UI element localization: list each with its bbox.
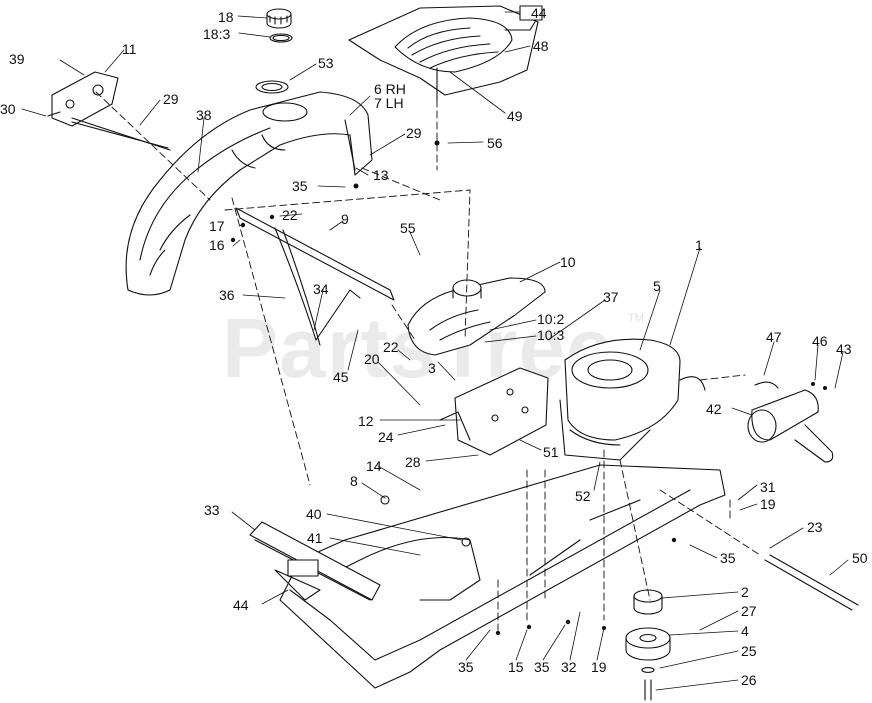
callout-label: 33 bbox=[204, 502, 220, 518]
callout-label: 53 bbox=[318, 55, 334, 71]
callout-label: 13 bbox=[373, 167, 389, 183]
support-bar-part bbox=[235, 207, 395, 346]
callout-label: 25 bbox=[741, 643, 757, 659]
callout-label: 35 bbox=[292, 178, 308, 194]
callout-label: 35 bbox=[534, 659, 550, 675]
watermark-trademark: TM bbox=[628, 312, 644, 324]
callout-label: 10:2 bbox=[537, 311, 565, 327]
callout-label: 44 bbox=[233, 597, 249, 613]
fuel-tank-part bbox=[407, 277, 546, 356]
callout-label: 3 bbox=[428, 360, 436, 376]
callout-label: 10:3 bbox=[537, 327, 565, 343]
callout-label: 36 bbox=[219, 287, 235, 303]
callout-label: 9 bbox=[341, 211, 349, 227]
callout-label: 11 bbox=[122, 41, 137, 57]
callout-label: 29 bbox=[163, 91, 179, 107]
callout-label: 49 bbox=[507, 108, 523, 124]
chassis-frame-part bbox=[279, 464, 726, 689]
front-bumper-part bbox=[249, 521, 381, 601]
callout-label: 28 bbox=[405, 454, 421, 470]
cable-part bbox=[71, 117, 171, 151]
gas-cap-part bbox=[255, 8, 293, 94]
hood-grille-part bbox=[348, 5, 543, 101]
callout-label: 34 bbox=[313, 281, 329, 297]
callout-label: 35 bbox=[720, 550, 736, 566]
drive-shaft-part bbox=[764, 554, 859, 611]
callout-label: 19 bbox=[591, 659, 607, 675]
callout-label: 8 bbox=[350, 473, 358, 489]
callout-label: 45 bbox=[333, 369, 349, 385]
callout-label: 50 bbox=[852, 550, 868, 566]
callout-label: 35 bbox=[458, 659, 474, 675]
callout-label: 26 bbox=[741, 672, 757, 688]
callout-label: 52 bbox=[575, 488, 591, 504]
callout-label: 40 bbox=[306, 506, 322, 522]
callout-label: 55 bbox=[400, 220, 416, 236]
callout-label: 37 bbox=[603, 289, 619, 305]
callout-label: 23 bbox=[807, 519, 823, 535]
callout-label: 12 bbox=[358, 413, 374, 429]
callout-label: 22 bbox=[282, 207, 298, 223]
callout-label: 2 bbox=[741, 584, 749, 600]
callout-label: 47 bbox=[766, 329, 782, 345]
callout-label: 18 bbox=[218, 9, 234, 25]
callout-label: 7 LH bbox=[374, 95, 404, 111]
callout-label: 14 bbox=[366, 458, 382, 474]
callout-label: 29 bbox=[406, 125, 422, 141]
callout-label: 20 bbox=[364, 351, 380, 367]
callout-label: 51 bbox=[543, 444, 559, 460]
throttle-bracket-part bbox=[47, 71, 119, 127]
callout-label: 43 bbox=[836, 341, 852, 357]
fender-pan-part bbox=[125, 91, 373, 296]
callout-label: 32 bbox=[561, 659, 577, 675]
callout-label: 5 bbox=[653, 278, 661, 294]
mount-bracket-part bbox=[439, 367, 549, 456]
callout-label: 48 bbox=[533, 38, 549, 54]
callout-label: 22 bbox=[383, 339, 399, 355]
callout-label: 44 bbox=[531, 5, 547, 21]
callout-label: 38 bbox=[196, 107, 212, 123]
muffler-part bbox=[747, 381, 834, 463]
callout-label: 19 bbox=[760, 496, 776, 512]
callout-label: 4 bbox=[741, 623, 749, 639]
callout-label: 10 bbox=[560, 254, 576, 270]
callout-label: 16 bbox=[209, 237, 225, 253]
callout-label: 42 bbox=[706, 401, 722, 417]
callout-label: 30 bbox=[0, 101, 16, 117]
callout-label: 15 bbox=[508, 659, 524, 675]
callout-label: 18:3 bbox=[203, 26, 231, 42]
callout-label: 41 bbox=[307, 530, 323, 546]
callout-label: 39 bbox=[9, 51, 25, 67]
callout-label: 46 bbox=[812, 333, 828, 349]
callout-label: 56 bbox=[487, 135, 503, 151]
engine-part bbox=[559, 338, 706, 461]
callout-label: 1 bbox=[695, 237, 703, 253]
callout-label: 17 bbox=[209, 218, 225, 234]
callout-label: 24 bbox=[378, 429, 394, 445]
callout-label: 27 bbox=[741, 603, 757, 619]
pto-clutch-part bbox=[625, 589, 671, 701]
callout-label: 31 bbox=[760, 479, 776, 495]
callout-label: 6 RH bbox=[374, 81, 406, 97]
